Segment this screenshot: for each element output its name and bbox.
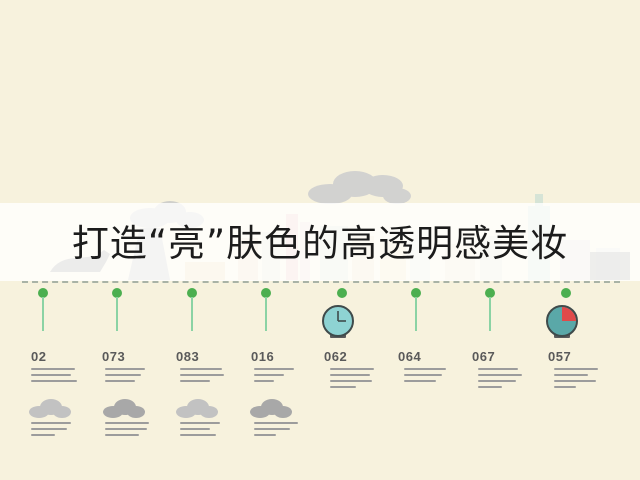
timeline-number: 064	[398, 349, 422, 364]
cloud-icon	[103, 399, 145, 418]
slide-title: 打造“亮”肤色的高透明感美妆	[71, 222, 569, 265]
timeline-pin	[38, 288, 48, 298]
pie-clock-icon	[546, 305, 578, 338]
timeline-axis	[22, 281, 620, 283]
timeline-number: 016	[251, 349, 275, 364]
timeline-number: 057	[548, 349, 572, 364]
cloud-icon	[250, 399, 292, 418]
timeline-number: 02	[31, 349, 47, 364]
timeline-number: 067	[472, 349, 496, 364]
cloud-icon	[29, 399, 71, 418]
timeline-stem	[489, 297, 491, 331]
timeline-pin	[337, 288, 347, 298]
clock-icon	[322, 305, 354, 338]
timeline-stem	[265, 297, 267, 331]
timeline-stem	[116, 297, 118, 331]
timeline-number: 073	[102, 349, 126, 364]
timeline-stem	[42, 297, 44, 331]
timeline-pin	[187, 288, 197, 298]
timeline-stem	[191, 297, 193, 331]
timeline-number: 062	[324, 349, 348, 364]
timeline-stem	[415, 297, 417, 331]
cloud-icon	[176, 399, 218, 418]
timeline-pin	[112, 288, 122, 298]
timeline-pin	[485, 288, 495, 298]
timeline-number: 083	[176, 349, 200, 364]
timeline-pin	[561, 288, 571, 298]
timeline-pin	[411, 288, 421, 298]
timeline-pin	[261, 288, 271, 298]
title-band	[0, 203, 640, 281]
